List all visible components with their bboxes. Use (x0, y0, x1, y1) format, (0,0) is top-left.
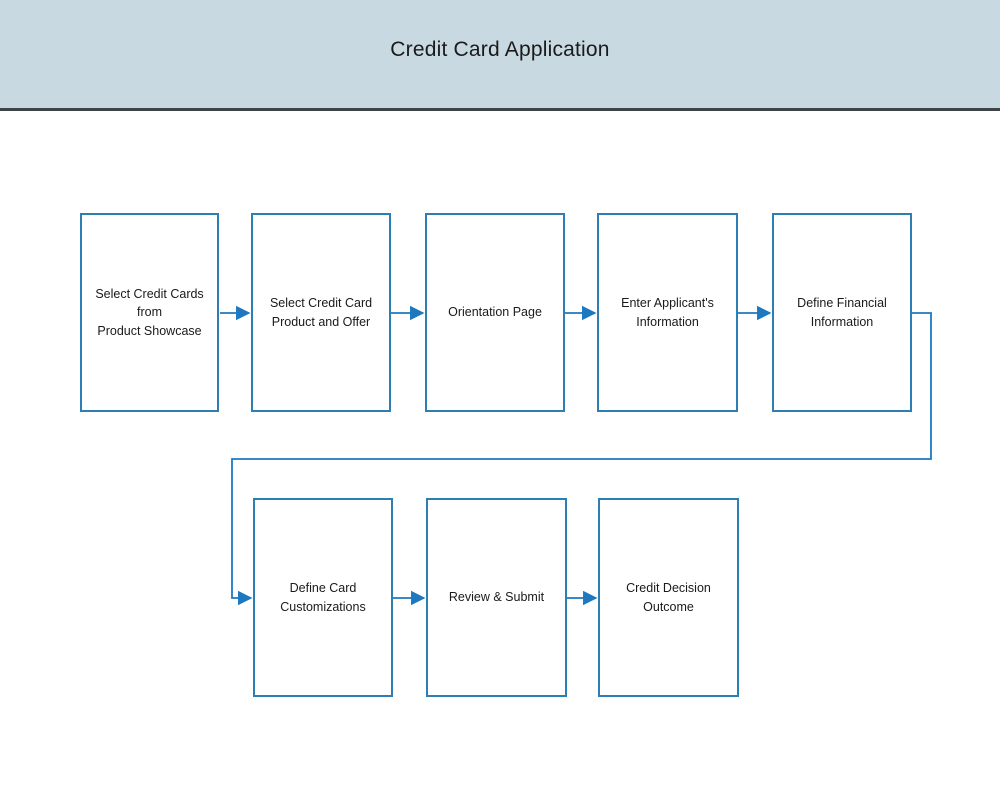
node-review-submit[interactable]: Review & Submit (426, 498, 567, 697)
node-applicant-info[interactable]: Enter Applicant's Information (597, 213, 738, 412)
node-label: Credit Decision Outcome (626, 581, 711, 614)
node-card-customizations[interactable]: Define Card Customizations (253, 498, 393, 697)
node-label: Review & Submit (448, 590, 545, 605)
node-product-showcase[interactable]: Select Credit Cards from Product Showcas… (80, 213, 219, 412)
node-label: Orientation Page (448, 305, 542, 320)
title-bar: Credit Card Application (0, 0, 1000, 111)
node-label: Enter Applicant's Information (621, 296, 714, 329)
node-label: Define Financial Information (797, 296, 887, 329)
node-label: Select Credit Card Product and Offer (269, 296, 373, 329)
node-credit-decision[interactable]: Credit Decision Outcome (598, 498, 739, 697)
node-label: Define Card Customizations (280, 581, 366, 614)
node-label: Select Credit Cards from Product Showcas… (95, 287, 204, 338)
node-orientation-page[interactable]: Orientation Page (425, 213, 565, 412)
node-financial-info[interactable]: Define Financial Information (772, 213, 912, 412)
page-title: Credit Card Application (390, 38, 610, 61)
node-product-offer[interactable]: Select Credit Card Product and Offer (251, 213, 391, 412)
